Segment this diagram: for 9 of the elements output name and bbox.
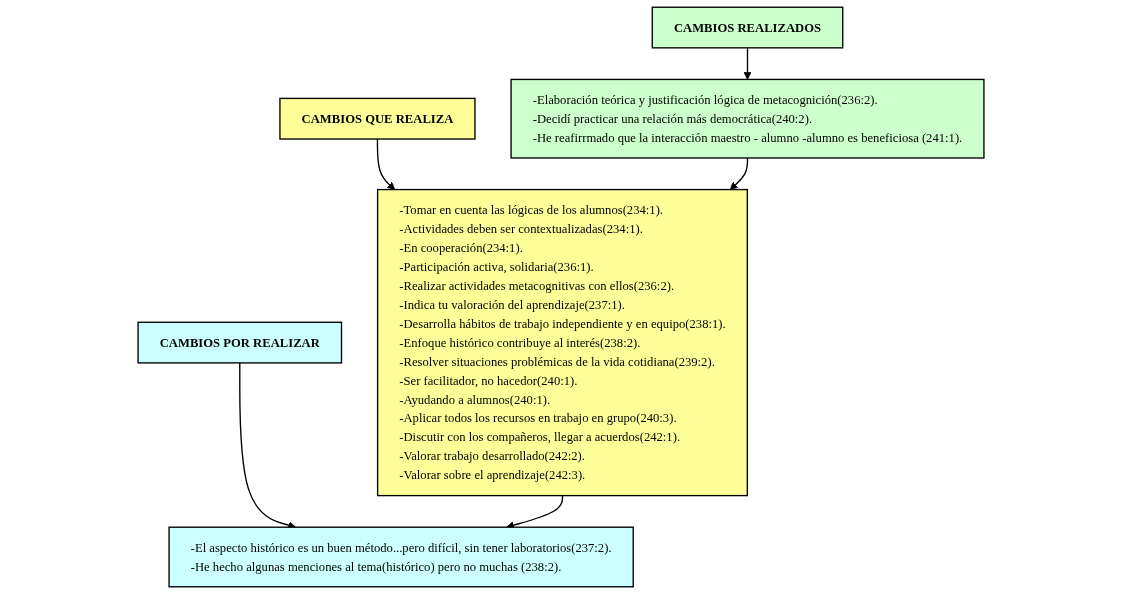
node-box: -El aspecto histórico es un buen método...pero difícil, sin tener laboratorios(237:2). -He hecho algunas menciones al tema(histórico) pero no muchas (238:2). bbox=[168, 526, 634, 588]
node-box: CAMBIOS REALIZADOS bbox=[651, 6, 844, 49]
node-box: CAMBIOS POR REALIZAR bbox=[137, 321, 343, 364]
node-box: -Elaboración teórica y justificación lógica de metacognición(236:2). -Decidí practicar una relación más democrática(240:2). -He reafirrmado que la interacción maestro - alumno -alumno es beneficiosa (241:1). bbox=[510, 78, 985, 159]
arrow bbox=[729, 157, 749, 190]
arrow bbox=[743, 47, 752, 80]
arrow bbox=[376, 138, 396, 190]
node-box: CAMBIOS QUE REALIZA bbox=[279, 97, 476, 140]
node-box: -Tomar en cuenta las lógicas de los alumnos(234:1). -Actividades deben ser contextualizadas(234:1). -En cooperación(234:1). -Participación activa, solidaria(236:1). -Realizar actividades metacognitivas con ellos(236:2). -Indica tu valoración del aprendizaje(237:1). -Desarrolla hábitos de trabajo independiente y en equipo(238:1). -Enfoque histórico contribuye al interés(238:2). -Resolver situaciones problémicas de la vida cotidiana(239:2). -Ser facilitador, no hacedor(240:1). -Ayudando a alumnos(240:1). -Aplicar todos los recursos en trabajo en grupo(240:3). -Discutir con los compañeros, llegar a acuerdos(242:1). -Valorar trabajo desarrollado(242:2). -Valorar sobre el aprendizaje(242:3). bbox=[376, 188, 748, 497]
